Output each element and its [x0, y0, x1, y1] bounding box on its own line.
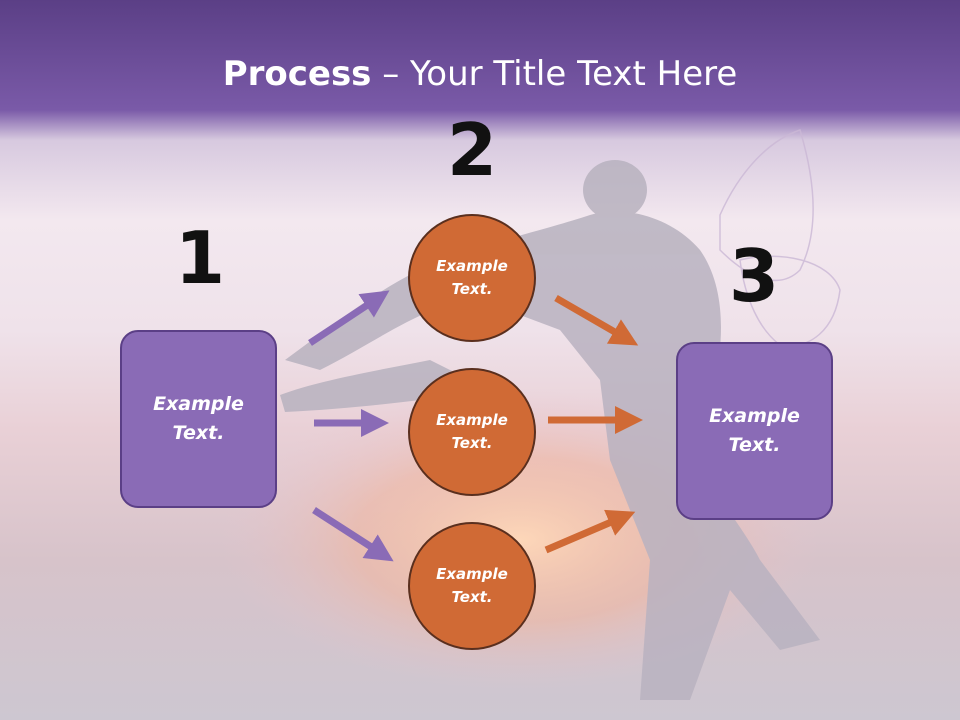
arrow-bottom-to-3	[544, 509, 636, 554]
step-2-circle-bottom[interactable]: Example Text.	[408, 522, 536, 650]
step-2-circle-middle[interactable]: Example Text.	[408, 368, 536, 496]
step-3-box[interactable]: Example Text.	[676, 342, 833, 520]
title-rest: – Your Title Text Here	[371, 54, 738, 94]
circle-bottom-text: Example Text.	[436, 565, 508, 606]
circle-middle-text: Example Text.	[436, 411, 508, 452]
step-3-text: Example Text.	[709, 405, 800, 456]
fairy-wings	[719, 129, 841, 347]
step-2-circle-top[interactable]: Example Text.	[408, 214, 536, 342]
title-bold: Process	[222, 54, 372, 94]
step-1-box[interactable]: Example Text.	[120, 330, 277, 508]
page-title: Process – Your Title Text Here	[0, 52, 960, 96]
step-number-1: 1	[174, 216, 226, 300]
step-number-3: 3	[728, 234, 780, 318]
circle-top-text: Example Text.	[436, 257, 508, 298]
arrow-top-to-3	[554, 294, 639, 346]
arrow-1-to-bottom	[312, 507, 394, 562]
step-1-text: Example Text.	[153, 393, 244, 444]
arrow-1-to-top	[308, 290, 390, 346]
step-number-2: 2	[446, 108, 498, 192]
